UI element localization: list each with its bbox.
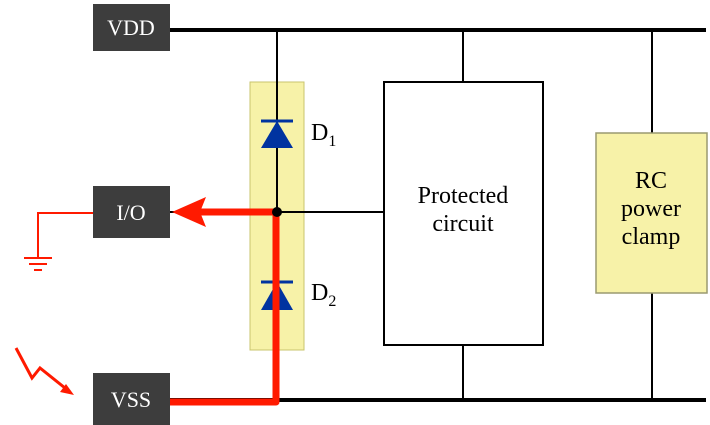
io-pin-label: I/O <box>116 200 145 225</box>
diode-d1-letter: D <box>311 120 328 146</box>
clamp-label-line3: clamp <box>622 224 681 250</box>
clamp-label-line1: RC <box>635 168 667 194</box>
lightning-bolt-tip <box>60 384 74 395</box>
vss-pin: VSS <box>93 373 170 425</box>
esd-discharge-path <box>170 208 280 406</box>
diode-d1 <box>261 119 293 148</box>
io-node-dot <box>272 207 282 217</box>
rc-power-clamp-box <box>595 132 708 294</box>
vdd-pin-label: VDD <box>107 15 155 40</box>
io-pin: I/O <box>93 186 170 238</box>
protected-circuit-label-line2: circuit <box>432 211 494 237</box>
protected-circuit-box <box>383 81 544 346</box>
clamp-label-line2: power <box>621 196 681 222</box>
vss-pin-label: VSS <box>111 387 151 412</box>
diode-d1-subscript: 1 <box>328 133 336 150</box>
diode-d2-subscript: 2 <box>328 293 336 310</box>
ground-icon <box>24 212 93 271</box>
diode-d2-letter: D <box>311 280 328 306</box>
lightning-bolt-icon <box>14 347 71 394</box>
protected-circuit-label-line1: Protected <box>418 183 509 209</box>
vdd-pin: VDD <box>93 4 170 51</box>
esd-path-arrowhead <box>172 197 206 227</box>
diode-d2-label: D2 <box>311 280 336 310</box>
diode-d1-label: D1 <box>311 120 336 150</box>
